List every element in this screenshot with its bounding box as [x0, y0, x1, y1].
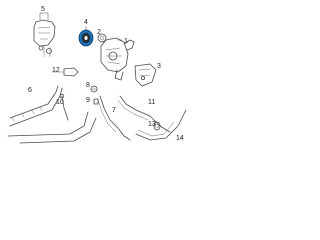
- callout-8: 8: [86, 82, 90, 89]
- callout-2: 2: [97, 29, 101, 36]
- part-11-return-line: [117, 95, 171, 133]
- callout-11: 11: [148, 99, 155, 106]
- callout-7: 7: [112, 107, 116, 114]
- part-4-pulley[interactable]: [78, 29, 94, 47]
- part-3-bracket: [134, 63, 157, 87]
- part-5-callout-bracket: [39, 12, 49, 20]
- callout-9: 9: [86, 97, 90, 104]
- callout-14: 14: [176, 135, 184, 142]
- part-13-clamp: [153, 121, 161, 131]
- part-7-hose-line: [97, 95, 131, 141]
- callout-10: 10: [56, 99, 64, 106]
- callout-12: 12: [52, 67, 60, 74]
- part-6-hose: [7, 85, 97, 144]
- part-14-cooler: [135, 109, 187, 141]
- part-2-oring: [97, 33, 107, 43]
- part-8-clamp: [90, 85, 98, 93]
- part-1-pump: [100, 37, 135, 81]
- part-12-fitting: [52, 67, 79, 77]
- callout-13: 13: [148, 121, 156, 128]
- callout-6: 6: [28, 87, 32, 94]
- part-10-pipe: [59, 93, 69, 121]
- callout-5: 5: [41, 6, 45, 13]
- callout-3: 3: [157, 63, 161, 70]
- part-5-bracket: [33, 19, 56, 57]
- callout-1: 1: [124, 38, 128, 45]
- callout-4: 4: [84, 19, 88, 26]
- part-9-clip: [93, 98, 99, 105]
- parts-diagram: 5 4 2 1 3 12 8 9 10 6 7 11 13 14: [7, 6, 187, 144]
